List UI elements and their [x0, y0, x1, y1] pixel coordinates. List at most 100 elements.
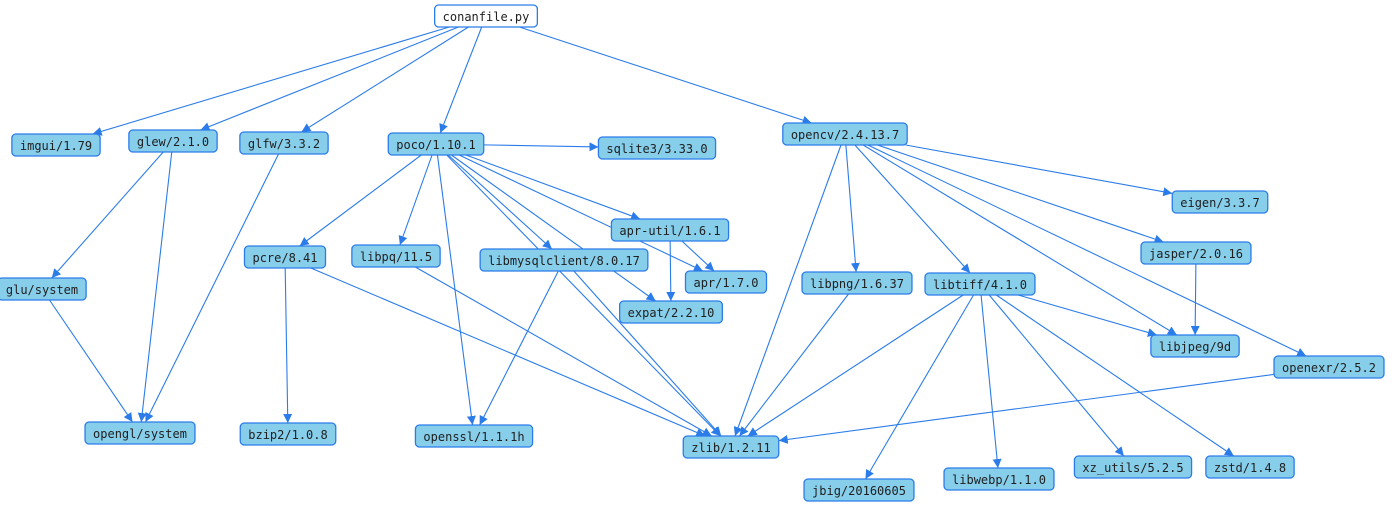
- node-label: libtiff/4.1.0: [933, 278, 1027, 292]
- node-label: eigen/3.3.7: [1180, 196, 1259, 210]
- node-box: [414, 424, 534, 448]
- node-label: opengl/system: [93, 427, 187, 441]
- node-libmysqlclient[interactable]: libmysqlclient/8.0.17: [479, 248, 649, 272]
- node-imgui[interactable]: imgui/1.79: [11, 133, 101, 157]
- node-box: [597, 136, 717, 160]
- edge-layer: [49, 26, 1307, 480]
- node-jasper[interactable]: jasper/2.0.16: [1140, 241, 1252, 265]
- node-libwebp[interactable]: libwebp/1.1.0: [943, 467, 1055, 491]
- node-openssl[interactable]: openssl/1.1.1h: [414, 424, 534, 448]
- node-label: glew/2.1.0: [137, 135, 209, 149]
- edge-glfw-to-opengl: [144, 153, 280, 423]
- node-sqlite3[interactable]: sqlite3/3.33.0: [597, 136, 717, 160]
- node-aprutil[interactable]: apr-util/1.6.1: [610, 218, 730, 242]
- edge-conanfile-to-glew: [200, 26, 459, 131]
- edge-opencv-to-libpng: [845, 144, 860, 273]
- node-pcre[interactable]: pcre/8.41: [243, 245, 327, 269]
- edge-libtiff-to-zlib: [747, 294, 964, 437]
- edge-glu-to-opengl: [49, 299, 133, 423]
- node-apr[interactable]: apr/1.7.0: [684, 270, 768, 294]
- edge-poco-to-apr: [458, 154, 704, 272]
- node-box: [239, 131, 329, 155]
- node-label: expat/2.2.10: [628, 306, 715, 320]
- edge-opencv-to-eigen: [905, 144, 1173, 197]
- node-conanfile[interactable]: conanfile.py: [433, 4, 539, 28]
- node-glu[interactable]: glu/system: [0, 277, 87, 301]
- node-layer: conanfile.py imgui/1.79 glew/2.1.0 glfw/3.3…: [0, 4, 1385, 502]
- node-zlib[interactable]: zlib/1.2.11: [682, 435, 780, 459]
- edge-opencv-to-openexr: [867, 144, 1307, 357]
- node-label: libpq/11.5: [360, 250, 432, 264]
- node-libpq[interactable]: libpq/11.5: [351, 244, 441, 268]
- node-box: [243, 245, 327, 269]
- node-openexr[interactable]: openexr/2.5.2: [1273, 355, 1385, 379]
- node-label: conanfile.py: [443, 10, 530, 24]
- node-eigen[interactable]: eigen/3.3.7: [1171, 190, 1269, 214]
- edge-conanfile-to-imgui: [92, 26, 450, 136]
- node-box: [682, 435, 780, 459]
- node-box: [801, 271, 913, 295]
- edge-opencv-to-zlib: [733, 144, 842, 437]
- node-opencv[interactable]: opencv/2.4.13.7: [782, 122, 908, 146]
- node-label: jasper/2.0.16: [1149, 247, 1243, 261]
- node-label: sqlite3/3.33.0: [606, 142, 707, 156]
- node-label: libwebp/1.1.0: [952, 473, 1046, 487]
- edge-pcre-to-bzip2: [283, 267, 293, 424]
- node-label: imgui/1.79: [20, 139, 92, 153]
- edge-poco-to-aprutil: [465, 154, 641, 221]
- edge-libtiff-to-libwebp: [980, 294, 1002, 469]
- node-glfw[interactable]: glfw/3.3.2: [239, 131, 329, 155]
- node-box: [239, 422, 337, 446]
- node-jbig[interactable]: jbig/20160605: [803, 478, 915, 502]
- node-box: [684, 270, 768, 294]
- node-box: [0, 277, 87, 301]
- node-box: [11, 133, 101, 157]
- edge-libtiff-to-zstd: [995, 294, 1235, 457]
- node-libjpeg[interactable]: libjpeg/9d: [1150, 334, 1240, 358]
- node-box: [618, 300, 724, 324]
- node-box: [610, 218, 730, 242]
- node-bzip2[interactable]: bzip2/1.0.8: [239, 422, 337, 446]
- edge-poco-to-libpq: [398, 154, 433, 246]
- edge-conanfile-to-poco: [439, 26, 483, 134]
- node-box: [1205, 455, 1295, 479]
- node-box: [351, 244, 441, 268]
- node-xz-utils[interactable]: xz_utils/5.2.5: [1073, 455, 1193, 479]
- edge-poco-to-expat: [451, 154, 656, 302]
- node-libpng[interactable]: libpng/1.6.37: [801, 271, 913, 295]
- edge-libtiff-to-libjpeg: [1017, 294, 1158, 337]
- edge-opencv-to-libtiff: [854, 144, 971, 274]
- edge-conanfile-to-opencv: [519, 26, 812, 125]
- node-label: zstd/1.4.8: [1214, 461, 1286, 475]
- node-box: [924, 272, 1036, 296]
- node-box: [1150, 334, 1240, 358]
- edge-jasper-to-libjpeg: [1190, 263, 1200, 336]
- node-box: [479, 248, 649, 272]
- edge-poco-to-sqlite3: [483, 142, 599, 152]
- node-box: [943, 467, 1055, 491]
- node-label: libmysqlclient/8.0.17: [488, 254, 640, 268]
- node-box: [1273, 355, 1385, 379]
- node-label: xz_utils/5.2.5: [1082, 461, 1183, 475]
- node-box: [84, 421, 196, 445]
- edge-openexr-to-zlib: [778, 373, 1275, 444]
- node-box: [387, 132, 485, 156]
- node-glew[interactable]: glew/2.1.0: [128, 129, 218, 153]
- node-opengl[interactable]: opengl/system: [84, 421, 196, 445]
- edge-libmysqlclient-to-openssl: [479, 270, 559, 426]
- node-box: [433, 4, 539, 28]
- node-label: apr/1.7.0: [693, 276, 758, 290]
- node-box: [128, 129, 218, 153]
- node-libtiff[interactable]: libtiff/4.1.0: [924, 272, 1036, 296]
- node-box: [803, 478, 915, 502]
- node-label: openexr/2.5.2: [1282, 361, 1376, 375]
- node-poco[interactable]: poco/1.10.1: [387, 132, 485, 156]
- node-zstd[interactable]: zstd/1.4.8: [1205, 455, 1295, 479]
- edge-opencv-to-jasper: [877, 144, 1164, 244]
- edge-conanfile-to-glfw: [301, 26, 469, 133]
- node-box: [782, 122, 908, 146]
- node-expat[interactable]: expat/2.2.10: [618, 300, 724, 324]
- node-label: pcre/8.41: [252, 251, 317, 265]
- node-box: [1073, 455, 1193, 479]
- node-label: poco/1.10.1: [396, 138, 475, 152]
